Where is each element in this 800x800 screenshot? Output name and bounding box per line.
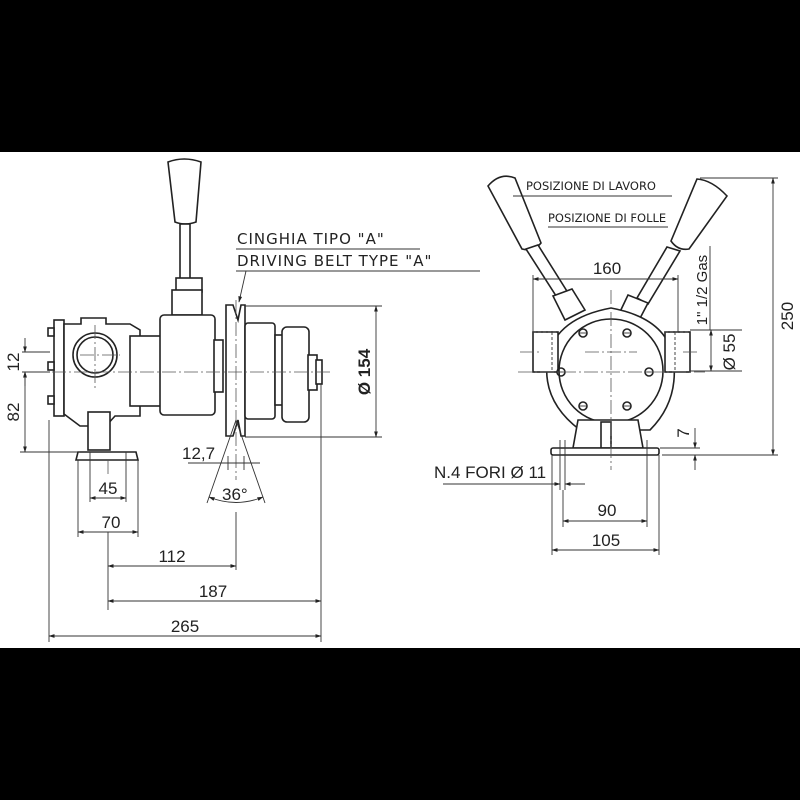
label-work-position: POSIZIONE DI LAVORO: [526, 179, 656, 193]
bearing-housing: [159, 314, 216, 416]
side-view: CINGHIA TIPO "A" DRIVING BELT TYPE "A" 1…: [4, 158, 480, 642]
technical-drawing: CINGHIA TIPO "A" DRIVING BELT TYPE "A" 1…: [4, 158, 797, 642]
flange: [53, 319, 65, 417]
dim-90: 90: [598, 501, 617, 520]
dim-70: 70: [102, 513, 121, 532]
dim-12: 12: [4, 353, 23, 372]
lever-shaft: [179, 223, 191, 280]
dim-7: 7: [674, 428, 693, 437]
foot: [87, 411, 111, 451]
dim-82: 82: [4, 403, 23, 422]
dim-105: 105: [592, 531, 620, 550]
belt-label-en: DRIVING BELT TYPE "A": [237, 252, 432, 270]
inlet-port: [532, 331, 559, 373]
belt-label-it: CINGHIA TIPO "A": [237, 230, 385, 248]
lever-knob: [167, 158, 202, 225]
dim-45: 45: [99, 479, 118, 498]
drawing-sheet: CINGHIA TIPO "A" DRIVING BELT TYPE "A" 1…: [0, 152, 800, 648]
dim-port-thread: 1" 1/2 Gas: [694, 255, 711, 325]
dim-160: 160: [593, 259, 621, 278]
dim-belt-angle: 36°: [222, 485, 248, 504]
dim-250: 250: [778, 302, 797, 330]
dim-pulley-diameter: Ø 154: [355, 348, 374, 395]
dim-belt-width: 12,7: [182, 444, 215, 463]
front-view: POSIZIONE DI LAVORO POSIZIONE DI FOLLE 1…: [434, 175, 797, 555]
dim-112: 112: [158, 547, 185, 566]
lever-work-position: [487, 175, 587, 322]
dim-port-diameter: Ø 55: [720, 334, 739, 371]
label-mount-holes: N.4 FORI Ø 11: [434, 463, 546, 482]
dim-265: 265: [171, 617, 199, 636]
base-plate: [550, 447, 660, 456]
dim-187: 187: [199, 582, 227, 601]
pulley: [225, 304, 246, 437]
label-idle-position: POSIZIONE DI FOLLE: [548, 211, 666, 225]
